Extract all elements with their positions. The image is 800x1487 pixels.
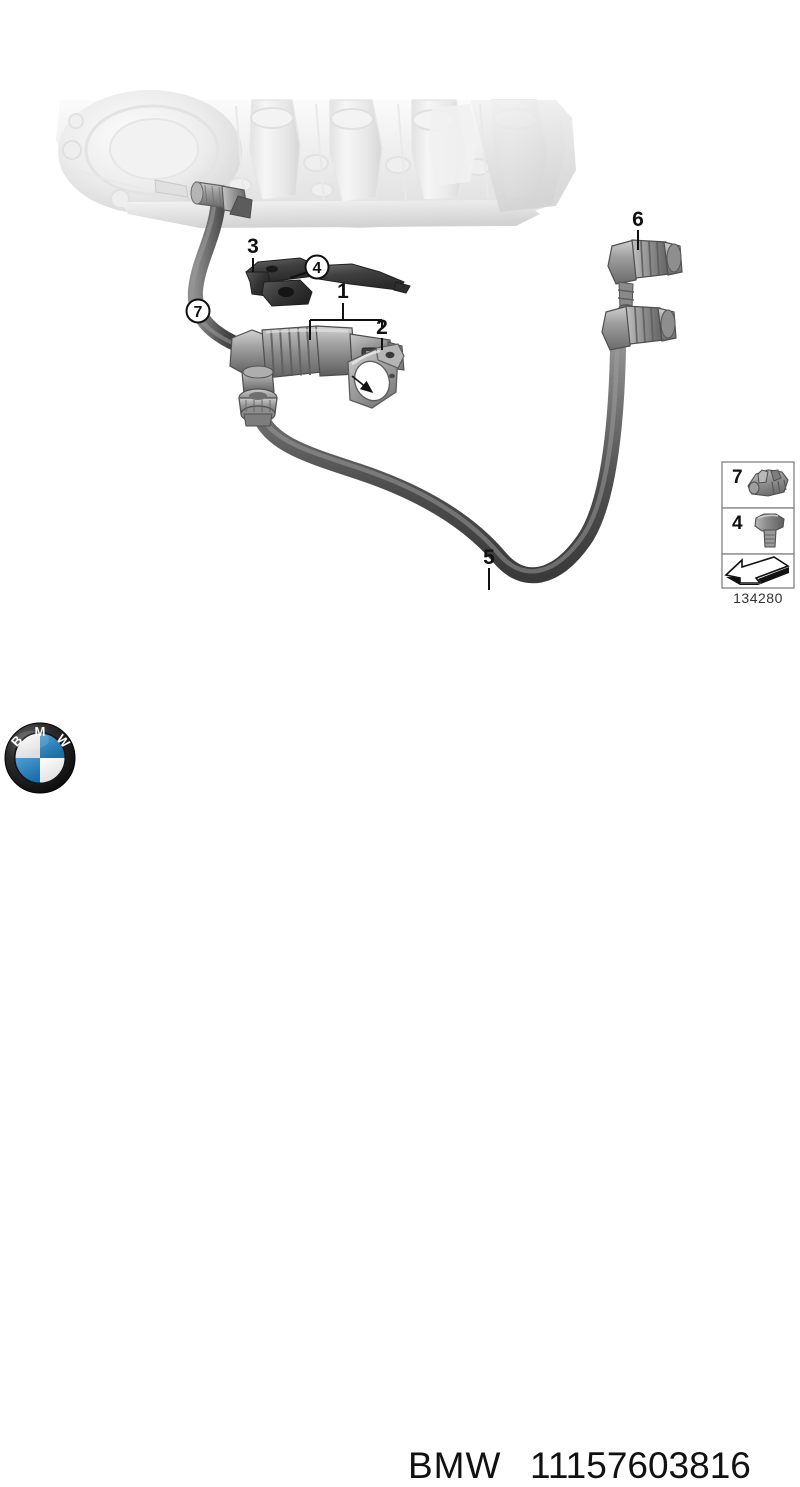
callout-layer: 7 3 4 1 2 <box>185 208 644 590</box>
parts-diagram: 7 3 4 1 2 <box>56 90 795 606</box>
callout-5: 5 <box>483 546 495 590</box>
callout-1-label: 1 <box>337 280 349 303</box>
callout-4: 4 <box>289 254 330 280</box>
callout-2: 2 <box>376 316 388 350</box>
vent-hose-line <box>187 197 626 584</box>
callout-6-label: 6 <box>632 208 644 231</box>
quick-release-connector-pair <box>601 239 683 351</box>
callout-3: 3 <box>247 235 259 272</box>
quick-release-connector-upper <box>154 179 253 219</box>
hex-bolt-icon <box>754 513 785 548</box>
mounting-bracket <box>245 257 411 307</box>
brand-wordmark: BMW <box>408 1445 502 1486</box>
quick-release-connector-lower <box>238 388 278 427</box>
parts-legend: 7 4 <box>721 461 795 606</box>
callout-7-label: 7 <box>194 304 203 321</box>
legend-number-4: 4 <box>732 513 743 534</box>
bmw-roundel-logo: M B W <box>4 722 76 794</box>
callout-1: 1 <box>309 280 383 340</box>
callout-7: 7 <box>185 298 211 324</box>
callout-3-label: 3 <box>247 235 259 258</box>
diagram-reference-number: 134280 <box>733 590 783 606</box>
callout-6: 6 <box>632 208 644 250</box>
svg-text:M: M <box>34 724 45 739</box>
direction-arrow-icon <box>724 556 790 585</box>
callout-4-label: 4 <box>313 260 322 277</box>
hose-clip-icon <box>747 469 789 497</box>
callout-2-label: 2 <box>376 316 388 339</box>
legend-cell-4 <box>721 507 795 555</box>
legend-number-7: 7 <box>732 467 743 488</box>
footer-bar: M B W BMW 11157603816 <box>0 716 800 1486</box>
callout-5-label: 5 <box>483 546 495 569</box>
part-number: 11157603816 <box>530 1445 751 1486</box>
